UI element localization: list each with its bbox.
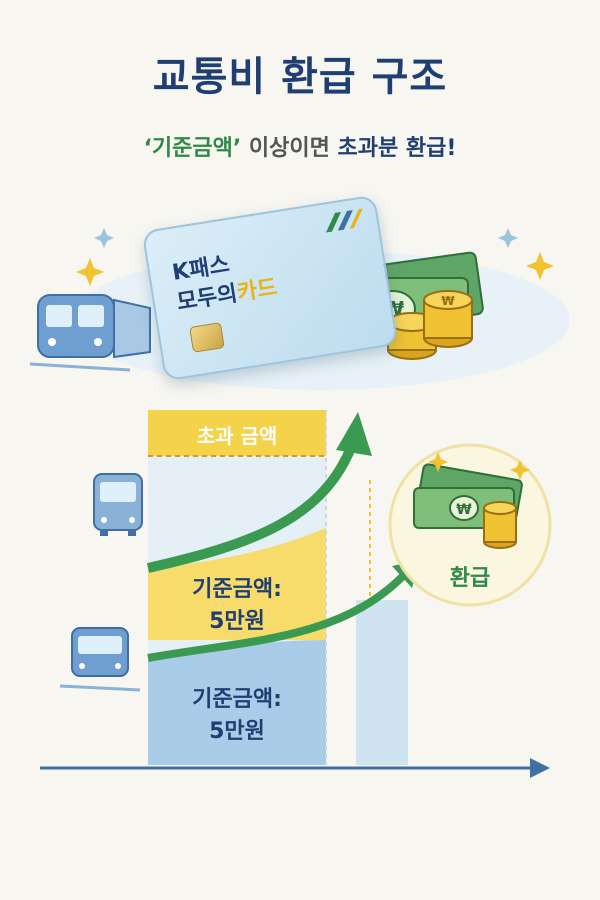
subtitle-middle: 이상이면 (241, 136, 338, 161)
upper-base-bar (148, 528, 326, 640)
lower-base-line-2: 5만원 (209, 719, 265, 744)
bus-icon (93, 473, 143, 536)
card-brand: K패스 모두의카드 (170, 243, 280, 318)
sparkle-icon (76, 252, 554, 286)
exceed-arrow (146, 448, 355, 573)
train-icon (29, 294, 151, 372)
refund-bar (356, 600, 408, 765)
won-symbol: ₩ (456, 502, 472, 518)
card-line-2-suffix: 카드 (235, 275, 280, 307)
card-line-2-prefix: 모두의 (175, 281, 240, 316)
subtitle: ‘기준금액’ 이상이면 초과분 환급! (0, 130, 600, 162)
upper-base-line-1: 기준금액: (192, 577, 282, 602)
subtitle-strong: 초과분 환급! (337, 136, 457, 161)
upper-base-amount-label: 기준금액: 5만원 (148, 574, 326, 638)
card-chip-icon (189, 322, 225, 353)
subtitle-quoted: ‘기준금액’ (143, 136, 242, 161)
coin-stack-icon (483, 501, 517, 549)
page-title: 교통비 환급 구조 (152, 54, 448, 100)
lower-base-amount-label: 기준금액: 5만원 (148, 684, 326, 748)
coin-stack-icon: ₩ (387, 290, 473, 360)
card-logo-icon (326, 208, 363, 233)
lower-base-line-1: 기준금액: (192, 687, 282, 712)
upper-base-line-2: 5만원 (209, 609, 265, 634)
refund-label: 환급 (449, 566, 491, 591)
refund-arrow (147, 572, 407, 662)
exceed-amount-label: 초과 금액 (196, 424, 278, 448)
axis-arrowhead (530, 758, 550, 778)
bus-icon (59, 627, 141, 692)
sparkle-icon (94, 228, 518, 248)
won-symbol: ₩ (441, 294, 455, 308)
lower-base-bar (148, 640, 326, 765)
transit-card: K패스 모두의카드 (141, 194, 399, 382)
sparkle-icon (428, 452, 530, 480)
exceed-header-bar (148, 410, 326, 456)
